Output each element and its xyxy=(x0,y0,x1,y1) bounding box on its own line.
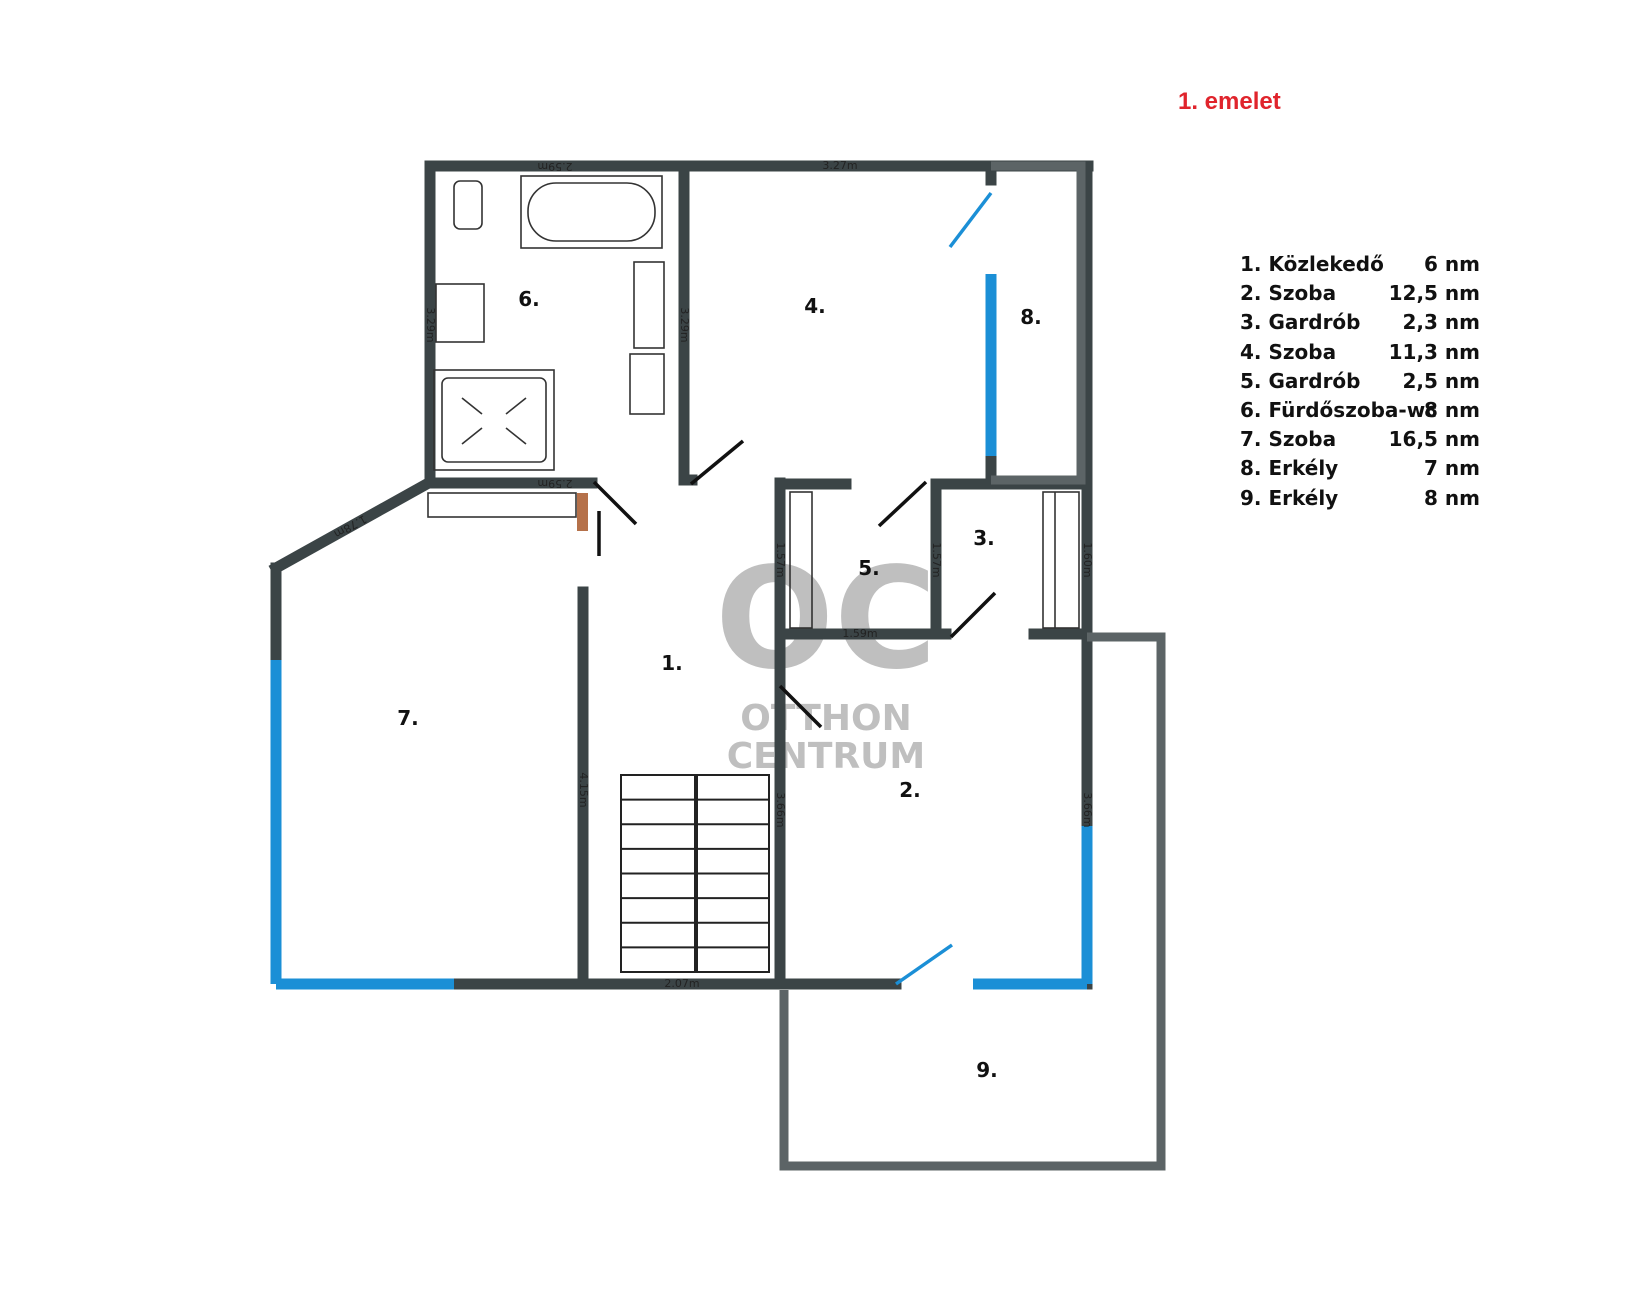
shower-drain-line xyxy=(505,397,527,415)
sink-counter-icon xyxy=(435,283,485,343)
shower-icon xyxy=(433,369,555,471)
otthon-centrum-watermark: OC OTTHON CENTRUM xyxy=(715,538,937,777)
chimney-block xyxy=(577,493,588,531)
dim-closet5-bottom: 1.59m xyxy=(842,627,877,640)
watermark-logo: OC xyxy=(715,538,937,701)
dim-bath-bottom: 2.59m xyxy=(537,477,572,490)
legend-row: 3. Gardrób 2,3 nm xyxy=(1240,308,1480,337)
legend-room-area: 2,3 nm xyxy=(1402,310,1480,335)
balcony-walls xyxy=(779,161,1166,1171)
closet5-shelf-icon xyxy=(789,491,813,629)
staircase xyxy=(620,774,770,973)
room-label-5: 5. xyxy=(858,556,880,580)
dim-corridor-right: 3.66m xyxy=(774,792,787,827)
door-room4 xyxy=(689,439,745,486)
legend-row: 7. Szoba 16,5 nm xyxy=(1240,425,1480,454)
door-balcony9 xyxy=(894,943,954,986)
legend-room-area: 6 nm xyxy=(1424,252,1480,276)
room-label-8: 8. xyxy=(1020,305,1042,329)
closet3-shelf-icon xyxy=(1042,491,1080,629)
door-balcony8 xyxy=(948,191,993,249)
floor-title: 1. emelet xyxy=(1178,88,1281,115)
legend-room-area: 8 nm xyxy=(1424,397,1480,422)
shower-drain-line xyxy=(461,427,483,445)
room-label-7: 7. xyxy=(397,706,419,730)
dim-closet3-right: 1.60m xyxy=(1081,542,1094,577)
walls xyxy=(268,160,1094,990)
dim-diagonal: 1.78m xyxy=(332,512,369,540)
watermark-line1: OTTHON xyxy=(740,698,911,739)
shower-drain-line xyxy=(461,397,483,415)
bathtub-basin xyxy=(527,182,656,242)
legend-row: 9. Erkély 8 nm xyxy=(1240,484,1480,513)
bathroom-fixtures xyxy=(427,175,665,518)
legend-room-name: 2. Szoba xyxy=(1240,281,1337,306)
legend-room-area: 7 nm xyxy=(1424,456,1480,481)
legend-room-name: 3. Gardrób xyxy=(1240,310,1361,335)
legend-row: 1. Közlekedő 6 nm xyxy=(1240,250,1480,279)
legend-row: 2. Szoba 12,5 nm xyxy=(1240,279,1480,308)
windows xyxy=(270,274,1093,990)
legend-room-name: 5. Gardrób xyxy=(1240,368,1361,393)
dim-closet5-left: 1.57m xyxy=(774,542,787,577)
legend-room-area: 2,5 nm xyxy=(1402,368,1480,393)
legend-room-area: 8 nm xyxy=(1424,485,1480,510)
bathtub-icon xyxy=(520,175,663,249)
shower-tray xyxy=(441,377,547,463)
legend-room-area: 16,5 nm xyxy=(1388,427,1480,452)
dim-corridor-left: 4.15m xyxy=(577,772,590,807)
cabinet-icon xyxy=(629,353,665,415)
dim-bath-left: 3.29m xyxy=(424,307,437,342)
legend-room-name: 7. Szoba xyxy=(1240,427,1337,452)
room-label-2: 2. xyxy=(899,778,921,802)
door-closet5 xyxy=(877,480,928,528)
legend-row: 8. Erkély 7 nm xyxy=(1240,454,1480,483)
legend-room-name: 6. Fürdőszoba-wc xyxy=(1240,397,1438,422)
wardrobe-icon xyxy=(427,492,577,518)
legend-room-name: 1. Közlekedő xyxy=(1240,252,1384,276)
shower-drain-line xyxy=(505,427,527,445)
door-closet3 xyxy=(949,591,997,639)
balcony-9-outline xyxy=(779,632,1166,1171)
legend-row: 5. Gardrób 2,5 nm xyxy=(1240,367,1480,396)
dim-bath-right: 3.29m xyxy=(678,307,691,342)
legend-room-area: 12,5 nm xyxy=(1388,281,1480,306)
watermark-line2: CENTRUM xyxy=(727,736,925,777)
dim-room4-top: 3.27m xyxy=(822,159,857,172)
legend-room-name: 8. Erkély xyxy=(1240,456,1339,481)
wall-diagonal xyxy=(268,477,433,576)
washbasin-icon xyxy=(633,261,665,349)
door-room2 xyxy=(778,684,823,729)
legend-room-name: 9. Erkély xyxy=(1240,485,1339,510)
closet-shelves xyxy=(789,491,1080,629)
room-label-1: 1. xyxy=(661,651,683,675)
dim-room2-right: 3.66m xyxy=(1081,792,1094,827)
legend-room-name: 4. Szoba xyxy=(1240,339,1337,364)
room-label-9: 9. xyxy=(976,1058,998,1082)
dim-bath-top: 2.59m xyxy=(537,160,572,173)
legend-room-area: 11,3 nm xyxy=(1388,339,1480,364)
dim-closet3-left: 1.57m xyxy=(930,542,943,577)
toilet-icon xyxy=(453,180,483,230)
balcony-8-outline xyxy=(991,161,1086,485)
doors xyxy=(592,439,997,729)
legend-row: 4. Szoba 11,3 nm xyxy=(1240,338,1480,367)
room-label-3: 3. xyxy=(973,526,995,550)
door-bath xyxy=(592,480,638,526)
room-labels: 1. 2. 3. 4. 5. 6. 7. 8. 9. xyxy=(397,287,1042,1082)
room-label-6: 6. xyxy=(518,287,540,311)
room-label-4: 4. xyxy=(804,294,826,318)
dim-bottom-wall: 2.07m xyxy=(664,977,699,990)
